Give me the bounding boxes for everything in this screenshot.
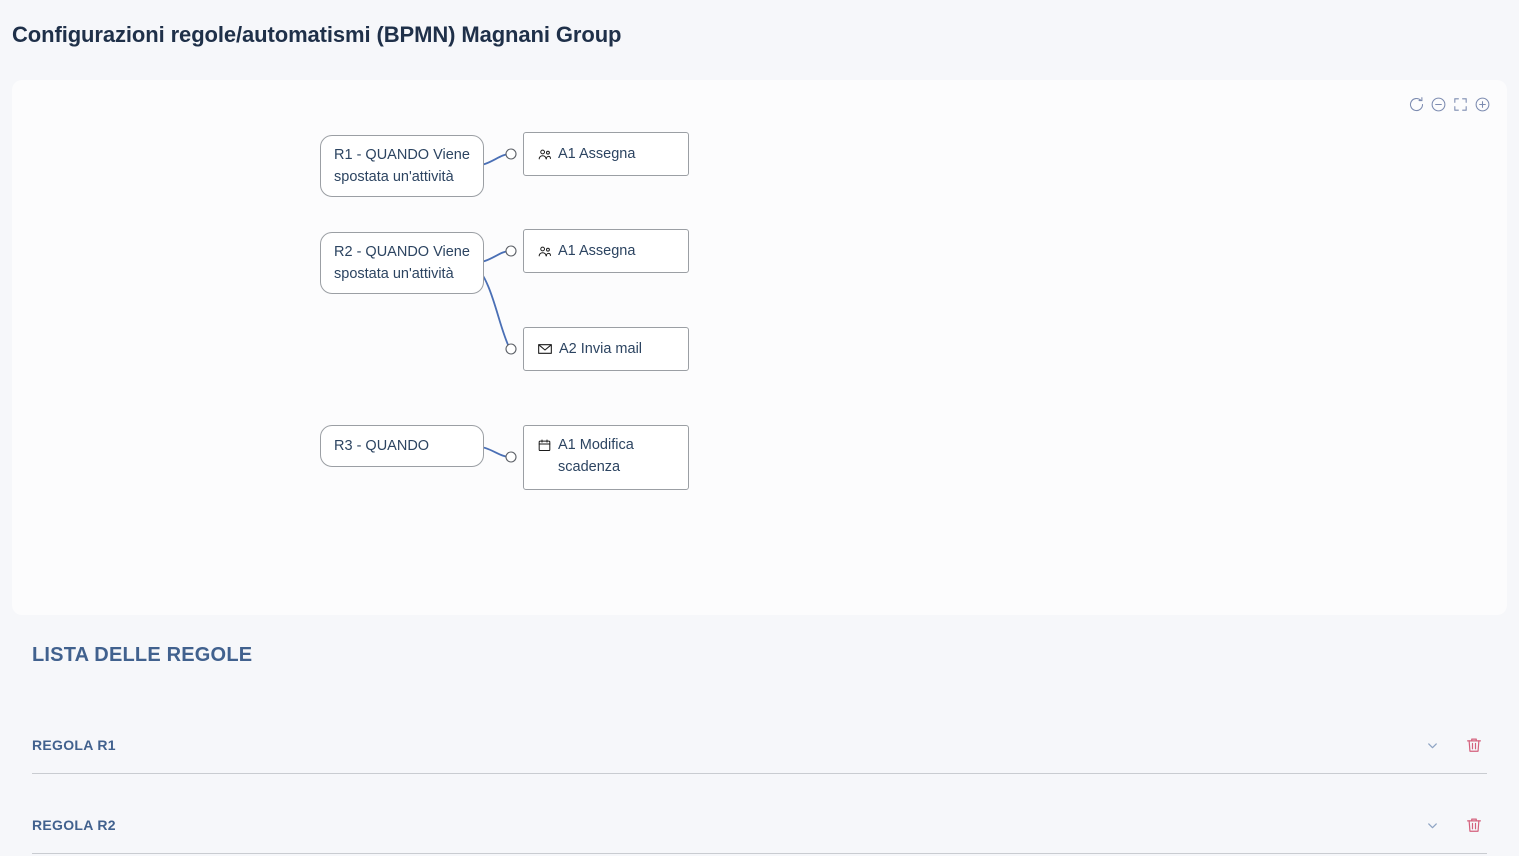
- rule-row-name: REGOLA R2: [32, 817, 116, 833]
- reset-view-button[interactable]: [1405, 93, 1427, 115]
- node-label: A1 Assegna: [558, 243, 636, 259]
- users-group-icon: [537, 147, 552, 162]
- page-title: Configurazioni regole/automatismi (BPMN)…: [12, 22, 622, 47]
- diagram-canvas[interactable]: R1 - QUANDO Viene spostata un'attività A…: [12, 80, 1507, 615]
- chevron-down-icon[interactable]: [1419, 812, 1445, 838]
- zoom-out-button[interactable]: [1427, 93, 1449, 115]
- rule-row-name: REGOLA R1: [32, 737, 116, 753]
- chevron-down-icon[interactable]: [1419, 732, 1445, 758]
- node-label: R1 - QUANDO Viene spostata un'attività: [334, 147, 470, 185]
- rule-row-actions: [1419, 732, 1487, 758]
- rules-list-heading: LISTA DELLE REGOLE: [32, 644, 253, 666]
- rule-row[interactable]: REGOLA R1: [32, 717, 1487, 773]
- fit-to-screen-button[interactable]: [1449, 93, 1471, 115]
- diagram-node-r3[interactable]: R3 - QUANDO: [320, 425, 484, 467]
- diagram-edges: [467, 148, 517, 463]
- calendar-icon: [537, 438, 552, 453]
- rule-row[interactable]: REGOLA R2: [32, 797, 1487, 853]
- node-label: R2 - QUANDO Viene spostata un'attività: [334, 244, 470, 282]
- rule-row-divider: [32, 773, 1487, 774]
- users-group-icon: [537, 244, 552, 259]
- rule-row-divider: [32, 853, 1487, 854]
- node-label: A1 Assegna: [558, 146, 636, 162]
- diagram-node-r2[interactable]: R2 - QUANDO Viene spostata un'attività: [320, 232, 484, 294]
- diagram-node-r2-a1[interactable]: A1 Assegna: [523, 229, 689, 273]
- node-label: R3 - QUANDO: [334, 438, 430, 454]
- diagram-node-r3-a1[interactable]: A1 Modifica scadenza: [523, 425, 689, 490]
- bpmn-diagram: R1 - QUANDO Viene spostata un'attività A…: [12, 80, 1507, 615]
- envelope-icon: [537, 341, 553, 357]
- node-label: A1 Modifica scadenza: [558, 437, 634, 475]
- diagram-node-r1[interactable]: R1 - QUANDO Viene spostata un'attività: [320, 135, 484, 197]
- trash-icon[interactable]: [1461, 732, 1487, 758]
- trash-icon[interactable]: [1461, 812, 1487, 838]
- diagram-node-r2-a2[interactable]: A2 Invia mail: [523, 327, 689, 371]
- zoom-in-button[interactable]: [1471, 93, 1493, 115]
- node-label: A2 Invia mail: [559, 341, 643, 357]
- diagram-node-r1-a1[interactable]: A1 Assegna: [523, 132, 689, 176]
- canvas-toolbar: [1405, 93, 1493, 115]
- rule-row-actions: [1419, 812, 1487, 838]
